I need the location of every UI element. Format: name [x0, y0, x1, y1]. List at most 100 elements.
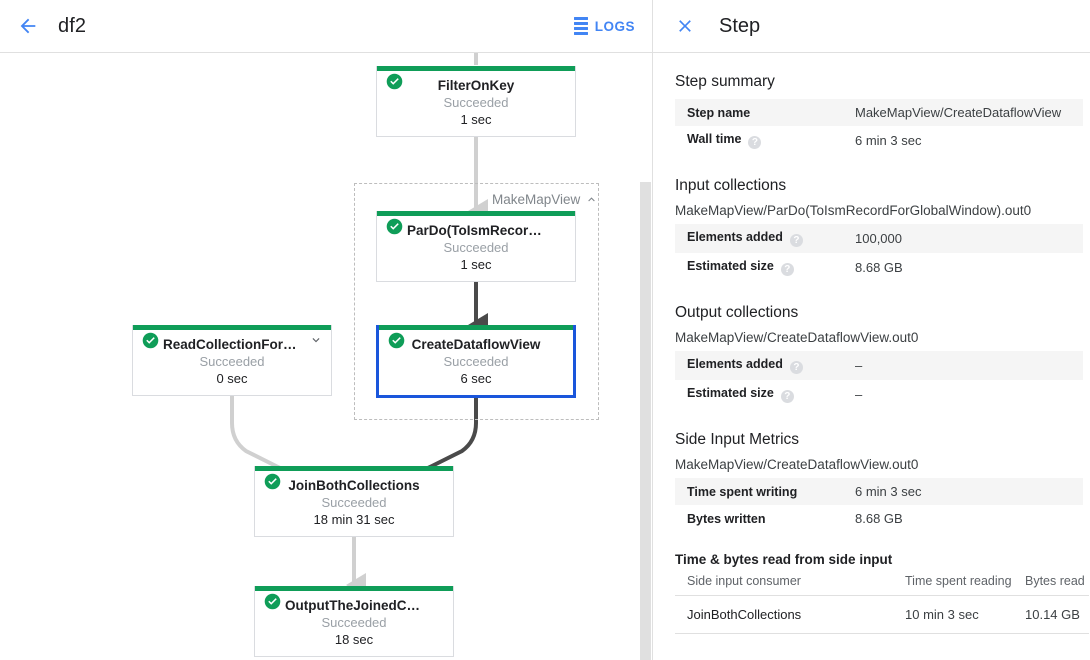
table-row: Wall time? 6 min 3 sec [675, 126, 1083, 155]
group-makemapview-label[interactable]: MakeMapView [492, 192, 598, 207]
top-app-bar: df2 LOGS [0, 0, 653, 53]
node-title: ParDo(ToIsmRecordFor… [407, 223, 569, 238]
help-icon[interactable]: ? [789, 361, 803, 374]
pane-divider [652, 0, 653, 660]
help-icon[interactable]: ? [748, 136, 762, 149]
row-key: Time spent writing [675, 478, 843, 505]
graph-node-create-dataflow-view[interactable]: CreateDataflowView Succeeded 6 sec [376, 325, 576, 398]
node-status-bar [133, 325, 331, 330]
column-header-time-spent-reading[interactable]: Time spent reading [893, 569, 1013, 596]
panel-body: Step summary Step name MakeMapView/Creat… [653, 53, 1090, 634]
check-circle-icon [264, 473, 281, 490]
help-icon[interactable]: ? [780, 390, 794, 403]
row-key: Estimated size? [675, 380, 843, 409]
graph-node-read-collection-for-join[interactable]: ReadCollectionForJoin Succeeded 0 sec [132, 325, 332, 396]
row-key: Elements added? [675, 351, 843, 380]
cell-consumer: JoinBothCollections [675, 595, 893, 634]
check-circle-icon [386, 73, 403, 90]
graph-node-pardo-toismrecordfor[interactable]: ParDo(ToIsmRecordFor… Succeeded 1 sec [376, 211, 576, 282]
output-collections-heading: Output collections [675, 304, 799, 321]
input-collections-table: Elements added? 100,000 Estimated size? … [675, 224, 1083, 282]
node-status: Succeeded [321, 495, 387, 510]
node-status-bar [255, 466, 453, 471]
step-details-panel: Step Step summary Step name MakeMapView/… [653, 0, 1090, 660]
node-duration: 18 min 31 sec [313, 512, 395, 527]
chevron-down-icon[interactable] [309, 333, 323, 347]
graph-scrollbar-thumb[interactable] [640, 182, 651, 660]
side-input-consumer-table: Side input consumer Time spent reading B… [675, 569, 1089, 634]
panel-title: Step [719, 14, 761, 37]
node-title: CreateDataflowView [411, 337, 541, 352]
row-key-text: Elements added [687, 230, 783, 244]
check-circle-icon [388, 332, 405, 349]
column-header-bytes-read[interactable]: Bytes read [1013, 569, 1089, 596]
table-row: Time spent writing 6 min 3 sec [675, 478, 1083, 505]
table-row: Elements added? 100,000 [675, 224, 1083, 253]
node-status-bar [255, 586, 453, 591]
logs-button-label: LOGS [594, 18, 635, 34]
row-value: MakeMapView/CreateDataflowView [855, 105, 1062, 120]
table-row: Step name MakeMapView/CreateDataflowView [675, 99, 1083, 126]
group-label-text: MakeMapView [492, 192, 581, 207]
row-key: Wall time? [675, 126, 843, 155]
row-value: 8.68 GB [855, 260, 903, 275]
node-title: ReadCollectionForJoin [163, 337, 311, 352]
step-summary-heading: Step summary [675, 73, 775, 90]
row-key-text: Wall time [687, 132, 742, 146]
node-duration: 0 sec [216, 371, 248, 386]
row-key-text: Elements added [687, 357, 783, 371]
check-circle-icon [386, 218, 403, 235]
side-input-metrics-table: Time spent writing 6 min 3 sec Bytes wri… [675, 478, 1083, 532]
node-status: Succeeded [443, 240, 509, 255]
close-icon[interactable] [665, 6, 705, 46]
node-status-bar [377, 211, 575, 216]
row-key-text: Time spent writing [687, 484, 798, 499]
table-header-row: Side input consumer Time spent reading B… [675, 569, 1089, 596]
logs-button[interactable]: LOGS [573, 17, 635, 35]
check-circle-icon [264, 593, 281, 610]
row-value: 8.68 GB [855, 511, 903, 526]
table-row: Bytes written 8.68 GB [675, 505, 1083, 532]
graph-node-filter-on-key[interactable]: FilterOnKey Succeeded 1 sec [376, 66, 576, 137]
row-key: Elements added? [675, 224, 843, 253]
panel-header: Step [653, 0, 1090, 53]
graph-node-join-both-collections[interactable]: JoinBothCollections Succeeded 18 min 31 … [254, 466, 454, 537]
row-value: 6 min 3 sec [855, 133, 922, 148]
arrow-back-icon[interactable] [8, 6, 48, 46]
graph-pane: df2 LOGS [0, 0, 653, 660]
node-status: Succeeded [443, 354, 509, 369]
node-status: Succeeded [443, 95, 509, 110]
row-key: Estimated size? [675, 253, 843, 282]
row-key-text: Estimated size [687, 386, 774, 400]
help-icon[interactable]: ? [789, 234, 803, 247]
node-duration: 1 sec [460, 257, 492, 272]
table-row[interactable]: JoinBothCollections 10 min 3 sec 10.14 G… [675, 595, 1089, 634]
node-status-bar [379, 325, 573, 330]
graph-node-output-the-joined-collec[interactable]: OutputTheJoinedCollec… Succeeded 18 sec [254, 586, 454, 657]
node-status: Succeeded [199, 354, 265, 369]
page-title: df2 [58, 14, 87, 37]
node-title: JoinBothCollections [288, 478, 420, 493]
graph-scrollbar-track[interactable] [640, 53, 652, 660]
cell-time-spent-reading: 10 min 3 sec [893, 595, 1013, 634]
node-duration: 1 sec [460, 112, 492, 127]
row-key-text: Bytes written [687, 511, 766, 526]
table-row: Estimated size? 8.68 GB [675, 253, 1083, 282]
side-input-metrics-heading: Side Input Metrics [675, 431, 800, 448]
node-status: Succeeded [321, 615, 387, 630]
job-graph-canvas[interactable]: MakeMapView FilterOnKey Succeeded 1 sec [0, 53, 653, 660]
node-title: FilterOnKey [437, 78, 515, 93]
row-key: Bytes written [675, 505, 843, 532]
column-header-consumer[interactable]: Side input consumer [675, 569, 893, 596]
chevron-up-icon[interactable] [585, 193, 598, 206]
check-circle-icon [142, 332, 159, 349]
cell-bytes-read: 10.14 GB [1013, 595, 1089, 634]
row-value: – [855, 387, 863, 402]
node-status-bar [377, 66, 575, 71]
help-icon[interactable]: ? [780, 263, 794, 276]
list-icon [573, 17, 588, 35]
input-collections-heading: Input collections [675, 177, 787, 194]
side-input-collection-name: MakeMapView/CreateDataflowView.out0 [675, 457, 919, 472]
node-duration: 18 sec [334, 632, 374, 647]
